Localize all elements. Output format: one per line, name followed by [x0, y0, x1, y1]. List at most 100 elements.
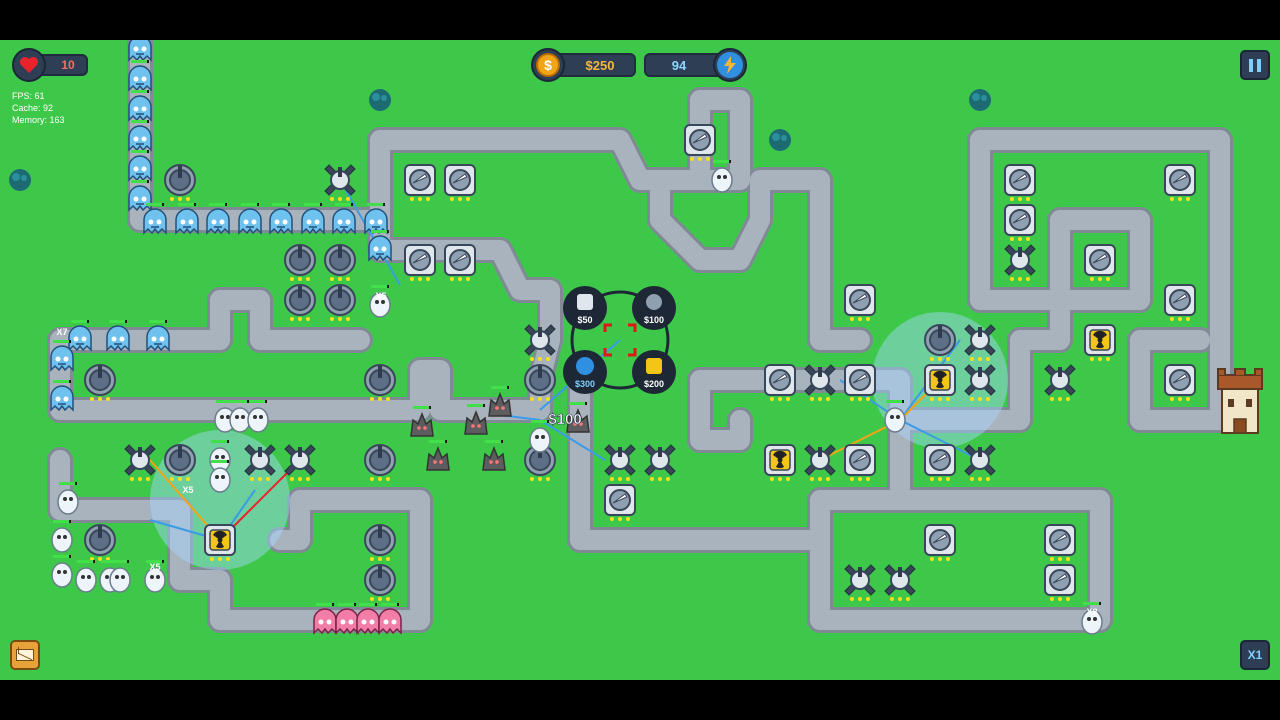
enemy-health-bar — [131, 120, 147, 123]
turret-dish[interactable] — [1044, 524, 1076, 562]
turret-gun[interactable] — [324, 244, 356, 282]
build-option-nuke[interactable]: $200 — [632, 350, 676, 394]
turret-gun[interactable] — [164, 164, 196, 202]
turret-x[interactable] — [124, 444, 156, 482]
enemy-blue — [332, 208, 356, 234]
turret-dish[interactable] — [444, 164, 476, 202]
turret-x[interactable] — [884, 564, 916, 602]
build-option-gatling[interactable]: $100 — [632, 286, 676, 330]
enemy-health-bar — [429, 440, 445, 443]
pause-button[interactable] — [1240, 50, 1270, 80]
turret-dish[interactable] — [1004, 204, 1036, 242]
turret-dish[interactable] — [924, 444, 956, 482]
turret-gun[interactable] — [284, 284, 316, 322]
enemy-health-bar — [367, 203, 383, 206]
turret-x[interactable] — [1004, 244, 1036, 282]
enemy-pink — [313, 608, 337, 634]
turret-x[interactable] — [324, 164, 356, 202]
build-price-heavy: $300 — [575, 379, 595, 389]
turret-nuke[interactable] — [924, 364, 956, 402]
enemy-health-bar — [335, 203, 351, 206]
turret-gun[interactable] — [84, 364, 116, 402]
turret-dish[interactable] — [404, 164, 436, 202]
turret-dish[interactable] — [1084, 244, 1116, 282]
enemy-pink — [335, 608, 359, 634]
turret-dish[interactable] — [444, 244, 476, 282]
game-board[interactable]: $50 $100 $300 $200 $100 X7 X5 X5 — [0, 40, 1280, 680]
turret-gun[interactable] — [364, 444, 396, 482]
debug-stats: FPS: 61 Cache: 92 Memory: 163 — [12, 90, 65, 126]
enemy-white — [247, 407, 269, 433]
laser-beam — [539, 419, 606, 461]
turret-dish[interactable] — [844, 444, 876, 482]
memory-text: Memory: 163 — [12, 115, 65, 125]
turret-gun[interactable] — [284, 244, 316, 282]
build-option-basic[interactable]: $50 — [563, 286, 607, 330]
turret-x[interactable] — [844, 564, 876, 602]
enemy-blue — [206, 208, 230, 234]
enemy-blue — [50, 345, 74, 371]
turret-dish[interactable] — [1044, 564, 1076, 602]
turret-dish[interactable] — [1004, 164, 1036, 202]
multiplier-label: X7 — [56, 327, 67, 337]
enemy-health-bar — [59, 482, 75, 485]
enemy-health-bar — [111, 560, 127, 563]
turret-x[interactable] — [964, 444, 996, 482]
turret-gun[interactable] — [364, 364, 396, 402]
turret-x[interactable] — [284, 444, 316, 482]
turret-dish[interactable] — [684, 124, 716, 162]
bush-decoration — [769, 129, 791, 151]
enemy-white — [75, 567, 97, 593]
build-option-heavy[interactable]: $300 — [563, 350, 607, 394]
enemy-gray — [482, 447, 506, 471]
enemy-health-bar — [211, 460, 227, 463]
selection-target[interactable] — [603, 323, 637, 357]
turret-x[interactable] — [1044, 364, 1076, 402]
build-menu[interactable]: $50 $100 $300 $200 — [563, 286, 676, 394]
enemy-health-bar — [338, 603, 354, 606]
mail-button[interactable] — [10, 640, 40, 670]
energy-value: 94 — [671, 57, 687, 73]
enemy-blue — [175, 208, 199, 234]
turret-dish[interactable] — [404, 244, 436, 282]
laser-beams — [149, 179, 981, 541]
turret-gun[interactable] — [84, 524, 116, 562]
turret-x[interactable] — [644, 444, 676, 482]
lightning-icon — [713, 48, 747, 82]
turret-gun[interactable] — [364, 564, 396, 602]
pause-icon — [1249, 58, 1261, 72]
turret-nuke[interactable] — [1084, 324, 1116, 362]
turret-dish[interactable] — [1164, 164, 1196, 202]
turret-dish[interactable] — [844, 364, 876, 402]
enemy-health-bar — [131, 60, 147, 63]
build-price-gatling: $100 — [644, 315, 664, 325]
turret-dish[interactable] — [924, 524, 956, 562]
enemy-health-bar — [359, 603, 375, 606]
turret-dish[interactable] — [1164, 284, 1196, 322]
turret-gun[interactable] — [364, 524, 396, 562]
enemy-health-bar — [209, 203, 225, 206]
turret-x[interactable] — [804, 444, 836, 482]
enemy-white — [529, 427, 551, 453]
enemy-blue — [146, 325, 170, 351]
enemy-health-bar — [149, 320, 165, 323]
turret-dish[interactable] — [604, 484, 636, 522]
turret-gun[interactable] — [324, 284, 356, 322]
bush-decoration — [969, 89, 991, 111]
game-map[interactable]: $50 $100 $300 $200 $100 X7 X5 X5 — [0, 40, 1280, 680]
enemy-blue — [68, 325, 92, 351]
turret-dish[interactable] — [844, 284, 876, 322]
floating-reward-text: $100 — [548, 411, 581, 428]
turret-x[interactable] — [604, 444, 636, 482]
turret-nuke[interactable] — [204, 524, 236, 562]
speed-button[interactable]: X1 — [1240, 640, 1270, 670]
turret-dish[interactable] — [1164, 364, 1196, 402]
enemy-blue — [364, 208, 388, 234]
enemy-health-bar — [713, 160, 729, 163]
laser-beam — [339, 179, 401, 286]
enemy-white — [884, 407, 906, 433]
turret-dish[interactable] — [764, 364, 796, 402]
enemy-health-bar — [316, 603, 332, 606]
turret-nuke[interactable] — [764, 444, 796, 482]
lives-value: 10 — [61, 58, 75, 72]
